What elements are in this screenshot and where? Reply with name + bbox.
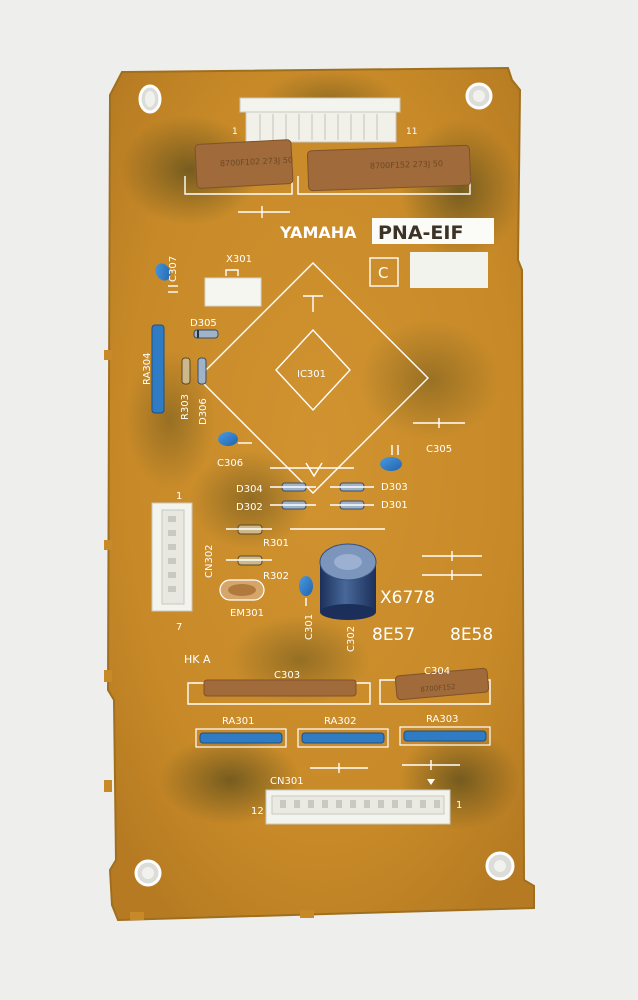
connector-cn301: CN301 12 1 — [251, 776, 462, 825]
d301-label: D301 — [381, 500, 408, 511]
top-connector-pin1-label: 1 — [232, 127, 238, 137]
r301-label: R301 — [263, 538, 289, 549]
mounting-hole-top-right — [465, 82, 493, 110]
model-plate — [372, 218, 494, 244]
component-em301: EM301 — [219, 579, 265, 619]
certification-mark: HK A — [184, 653, 211, 666]
top-cap-left-marking: 8700F102 273J 50 — [220, 155, 293, 168]
cn302-label: CN302 — [204, 544, 215, 578]
c303-label: C303 — [274, 670, 300, 681]
top-capacitors: 8700F102 273J 50 8700F152 273J 50 — [184, 139, 472, 218]
d304-label: D304 — [236, 484, 263, 495]
date-code-1: 8E57 — [372, 625, 415, 645]
c304-marking: 8700F152 — [420, 683, 456, 694]
ic301-footprint: IC301 — [197, 262, 429, 494]
mounting-hole-bottom-right — [485, 851, 515, 881]
d302-label: D302 — [236, 502, 263, 513]
right-side-jumpers — [422, 551, 482, 580]
x301-label: X301 — [226, 254, 252, 265]
brand-label: YAMAHA — [279, 223, 357, 242]
d305-label: D305 — [190, 318, 217, 329]
board-edge-fingers — [104, 350, 314, 920]
cn301-label: CN301 — [270, 776, 304, 787]
c305-label: C305 — [426, 444, 452, 455]
capacitors-c303-c304: C303 C304 8700F152 — [187, 666, 491, 705]
connector-cn302: 1 7 CN302 — [151, 491, 215, 633]
c307-label: C307 — [168, 256, 179, 282]
capacitor-c305: C305 — [380, 418, 465, 471]
d306-label: D306 — [198, 398, 209, 425]
c302-label: C302 — [346, 626, 357, 652]
capacitor-c306: C306 — [217, 432, 252, 469]
capacitor-c307: C307 — [155, 256, 179, 293]
ra302-label: RA302 — [324, 716, 356, 727]
date-code-2: 8E58 — [450, 625, 493, 645]
ra304-label: RA304 — [142, 353, 153, 385]
em301-label: EM301 — [230, 608, 264, 619]
r303-label: R303 — [180, 394, 191, 420]
cn302-pin7-label: 7 — [176, 622, 182, 633]
c301-label: C301 — [304, 614, 315, 640]
c304-label: C304 — [424, 666, 450, 677]
cn301-pin1-label: 1 — [456, 800, 462, 811]
resistors-r301-r302: R301 R302 — [226, 524, 385, 582]
blank-label-sticker — [410, 252, 488, 288]
diode-group: D304 D302 D303 D301 — [236, 462, 408, 513]
ra303-label: RA303 — [426, 714, 458, 725]
top-cap-right-marking: 8700F152 273J 50 — [370, 159, 443, 171]
crystal-x301: X301 — [204, 254, 262, 307]
cn302-pin1-label: 1 — [176, 491, 182, 502]
resistor-arrays-bottom: RA301 RA302 RA303 — [195, 714, 491, 773]
ic301-label: IC301 — [297, 369, 326, 380]
top-connector-pin11-label: 11 — [406, 127, 417, 137]
resistor-array-ra304 — [151, 324, 165, 414]
mounting-hole-top-left — [138, 84, 162, 114]
model-number: PNA-EIF — [378, 222, 463, 244]
electrolytic-capacitor-c302: C302 — [319, 543, 377, 652]
left-component-cluster: D305 RA304 R303 D306 — [142, 318, 219, 425]
capacitor-c301: C301 — [299, 576, 315, 640]
r302-label: R302 — [263, 571, 289, 582]
mounting-hole-bottom-left — [134, 859, 162, 887]
cn301-pin12-label: 12 — [251, 806, 264, 817]
top-connector: 1 11 — [232, 97, 417, 143]
revision-box — [369, 257, 399, 287]
ra301-label: RA301 — [222, 716, 254, 727]
serial-code: X6778 — [380, 588, 435, 608]
revision-letter: C — [378, 264, 388, 282]
mounting-holes — [134, 82, 515, 887]
d303-label: D303 — [381, 482, 408, 493]
c306-label: C306 — [217, 458, 243, 469]
